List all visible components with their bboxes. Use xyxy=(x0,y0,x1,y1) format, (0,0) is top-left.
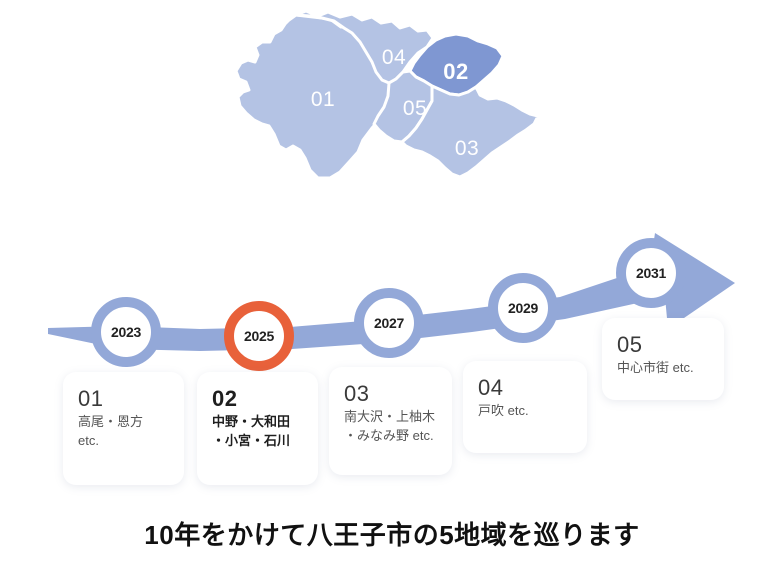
timeline-node-2029[interactable]: 2029 xyxy=(488,273,558,343)
area-card-01[interactable]: 01 高尾・恩方 etc. xyxy=(63,372,184,485)
card-description: 戸吹 etc. xyxy=(478,403,529,419)
caption-text: 10年をかけて八王子市の5地域を巡ります xyxy=(144,520,640,550)
map-label-01: 01 xyxy=(311,88,335,111)
timeline-node-2025[interactable]: 2025 xyxy=(224,301,294,371)
card-number: 04 xyxy=(478,375,504,400)
card-description: 中心市街 etc. xyxy=(617,360,694,376)
map-label-04: 04 xyxy=(382,46,406,69)
timeline-node-label: 2025 xyxy=(244,328,274,344)
card-description: 南大沢・上柚木 ・みなみ野 etc. xyxy=(344,409,436,444)
map-label-02: 02 xyxy=(443,59,468,84)
card-number: 02 xyxy=(212,386,238,411)
timeline-node-2031[interactable]: 2031 xyxy=(616,238,686,308)
timeline-node-label: 2031 xyxy=(636,265,666,281)
timeline-node-label: 2027 xyxy=(374,315,404,331)
card-content: 03 南大沢・上柚木 ・みなみ野 etc. xyxy=(344,381,444,446)
map-region-03[interactable] xyxy=(400,84,540,179)
area-card-02[interactable]: 02 中野・大和田 ・小宮・石川 xyxy=(197,372,318,485)
card-number: 03 xyxy=(344,381,370,406)
card-content: 02 中野・大和田 ・小宮・石川 xyxy=(212,386,310,451)
timeline-section: 2023 2025 2027 2029 2031 01 高尾・恩方 etc. 0… xyxy=(0,205,784,505)
card-number: 01 xyxy=(78,386,104,411)
timeline-node-2023[interactable]: 2023 xyxy=(91,297,161,367)
timeline-node-2027[interactable]: 2027 xyxy=(354,288,424,358)
map-label-03: 03 xyxy=(455,137,479,160)
card-content: 05 中心市街 etc. xyxy=(617,332,716,378)
area-card-04[interactable]: 04 戸吹 etc. xyxy=(463,361,587,453)
card-description: 中野・大和田 ・小宮・石川 xyxy=(212,414,291,449)
card-number: 05 xyxy=(617,332,643,357)
timeline-node-label: 2023 xyxy=(111,324,141,340)
map-label-05: 05 xyxy=(403,97,427,120)
card-content: 01 高尾・恩方 etc. xyxy=(78,386,176,451)
card-description: 高尾・恩方 etc. xyxy=(78,414,144,449)
map-section: 01 02 03 04 05 xyxy=(0,0,784,205)
timeline-node-label: 2029 xyxy=(508,300,538,316)
card-content: 04 戸吹 etc. xyxy=(478,375,579,421)
area-card-03[interactable]: 03 南大沢・上柚木 ・みなみ野 etc. xyxy=(329,367,452,475)
hachioji-map-svg: 01 02 03 04 05 xyxy=(234,9,540,180)
area-card-05[interactable]: 05 中心市街 etc. xyxy=(602,318,724,400)
